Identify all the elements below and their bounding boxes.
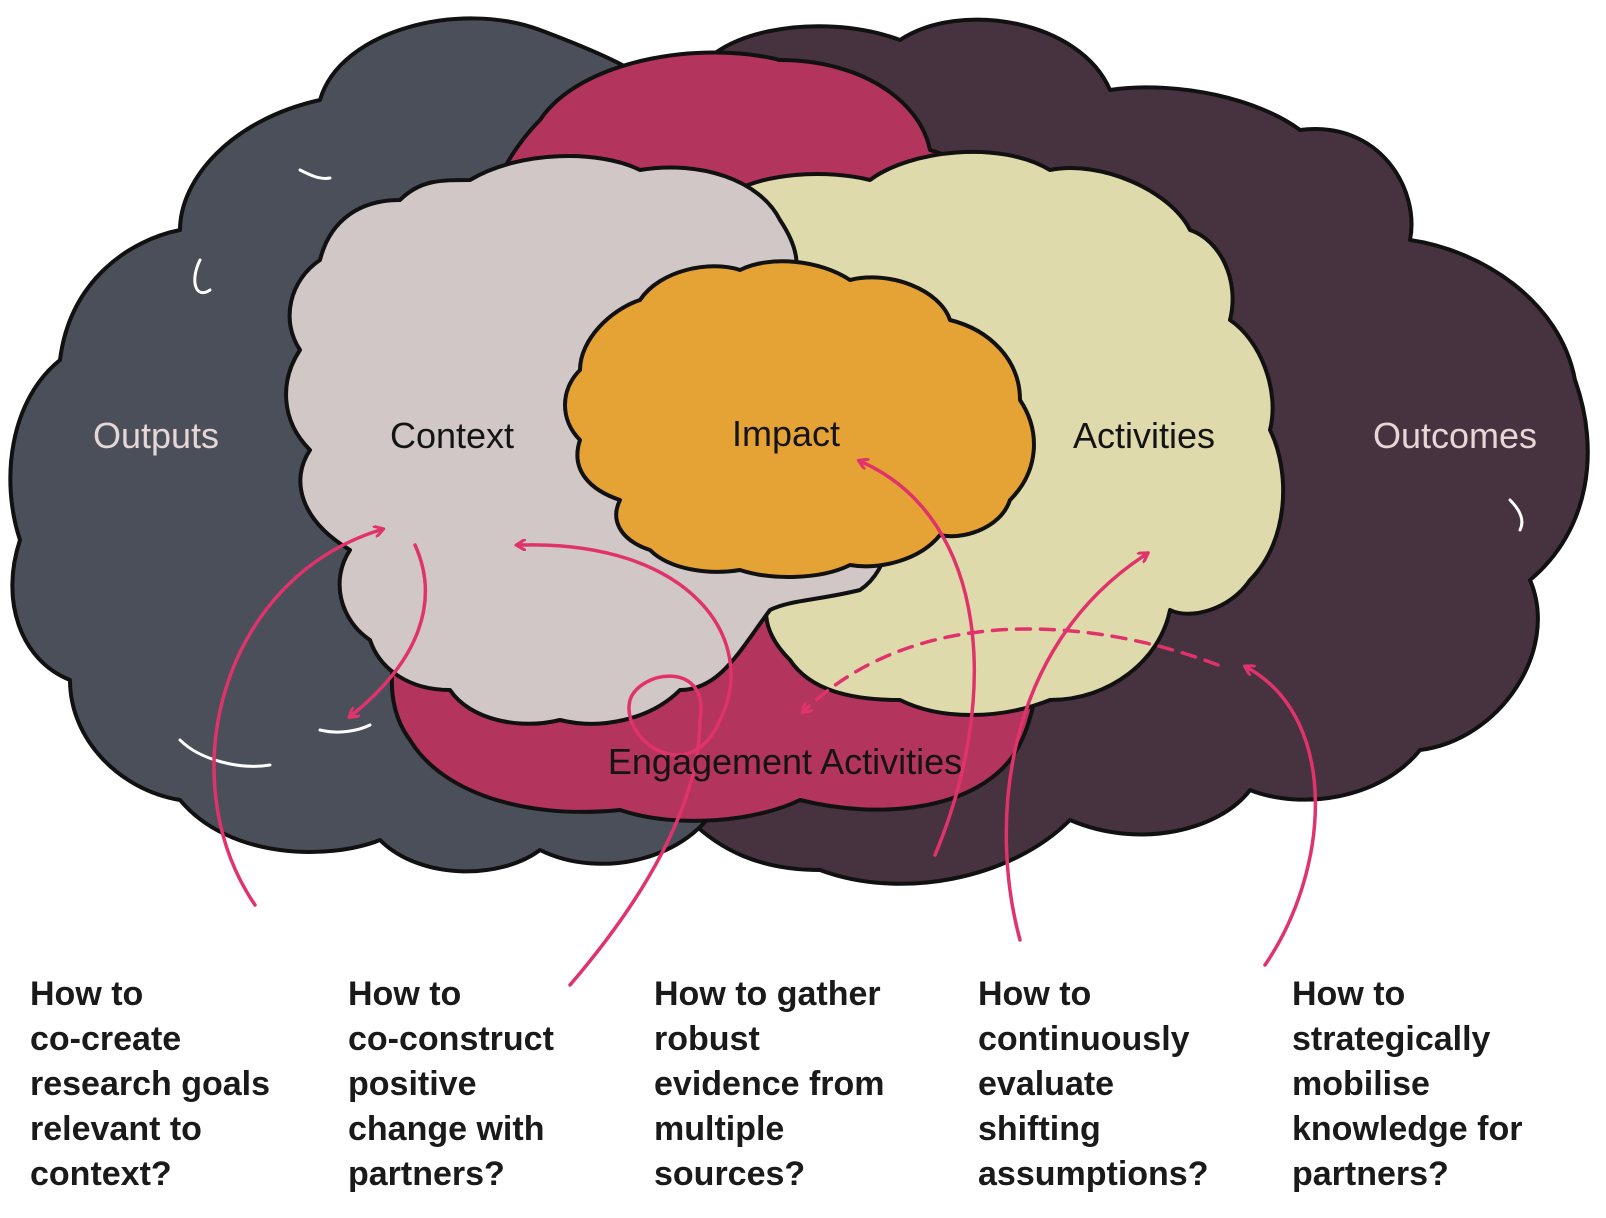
question-line: assumptions? — [978, 1155, 1209, 1193]
arrow-gather-evidence — [862, 462, 977, 857]
context-label: Context — [389, 415, 515, 456]
question-line: strategically — [1292, 1020, 1491, 1058]
sketch-highlights — [178, 168, 1524, 768]
question-line: research goals — [30, 1065, 271, 1103]
question-line: mobilise — [1292, 1065, 1430, 1103]
question-co-construct: How to co-construct positive change with… — [348, 972, 554, 1197]
outcomes-label: Outcomes — [1372, 415, 1538, 456]
question-arrows — [212, 462, 1318, 987]
question-line: How to — [30, 975, 144, 1013]
question-line: positive — [348, 1065, 477, 1103]
question-line: co-construct — [348, 1020, 554, 1058]
question-line: How to — [1292, 975, 1406, 1013]
question-evaluate-assumptions: How to continuously evaluate shifting as… — [978, 972, 1208, 1197]
question-mobilise-knowledge: How to strategically mobilise knowledge … — [1292, 972, 1522, 1197]
arrow-mobilise — [1248, 668, 1318, 967]
impact-label: Impact — [731, 413, 841, 454]
question-line: context? — [30, 1155, 172, 1193]
question-line: sources? — [654, 1155, 806, 1193]
question-line: How to gather — [654, 975, 881, 1013]
question-line: knowledge for — [1292, 1110, 1523, 1148]
question-line: shifting — [978, 1110, 1101, 1148]
question-line: evidence from — [654, 1065, 885, 1103]
impact-cloud — [563, 259, 1036, 579]
activities-label: Activities — [1072, 415, 1216, 456]
arrow-to-outputs — [352, 543, 428, 715]
question-line: continuously — [978, 1020, 1190, 1058]
engagement-activities-label: Engagement Activities — [607, 741, 963, 782]
arrow-co-create — [212, 530, 380, 907]
arrow-evaluate — [1004, 555, 1145, 942]
question-line: multiple — [654, 1110, 785, 1148]
outputs-label: Outputs — [92, 415, 220, 456]
question-line: evaluate — [978, 1065, 1115, 1103]
question-line: change with — [348, 1110, 545, 1148]
question-line: partners? — [1292, 1155, 1449, 1193]
question-line: How to — [978, 975, 1092, 1013]
question-line: co-create — [30, 1020, 182, 1058]
dashed-arrow-engagement — [805, 627, 1220, 710]
question-line: relevant to — [30, 1110, 202, 1148]
arrow-co-construct — [520, 545, 733, 987]
question-gather-evidence: How to gather robust evidence from multi… — [654, 972, 885, 1197]
question-co-create: How to co-create research goals relevant… — [30, 972, 270, 1197]
question-line: robust — [654, 1020, 760, 1058]
question-line: partners? — [348, 1155, 505, 1193]
question-line: How to — [348, 975, 462, 1013]
